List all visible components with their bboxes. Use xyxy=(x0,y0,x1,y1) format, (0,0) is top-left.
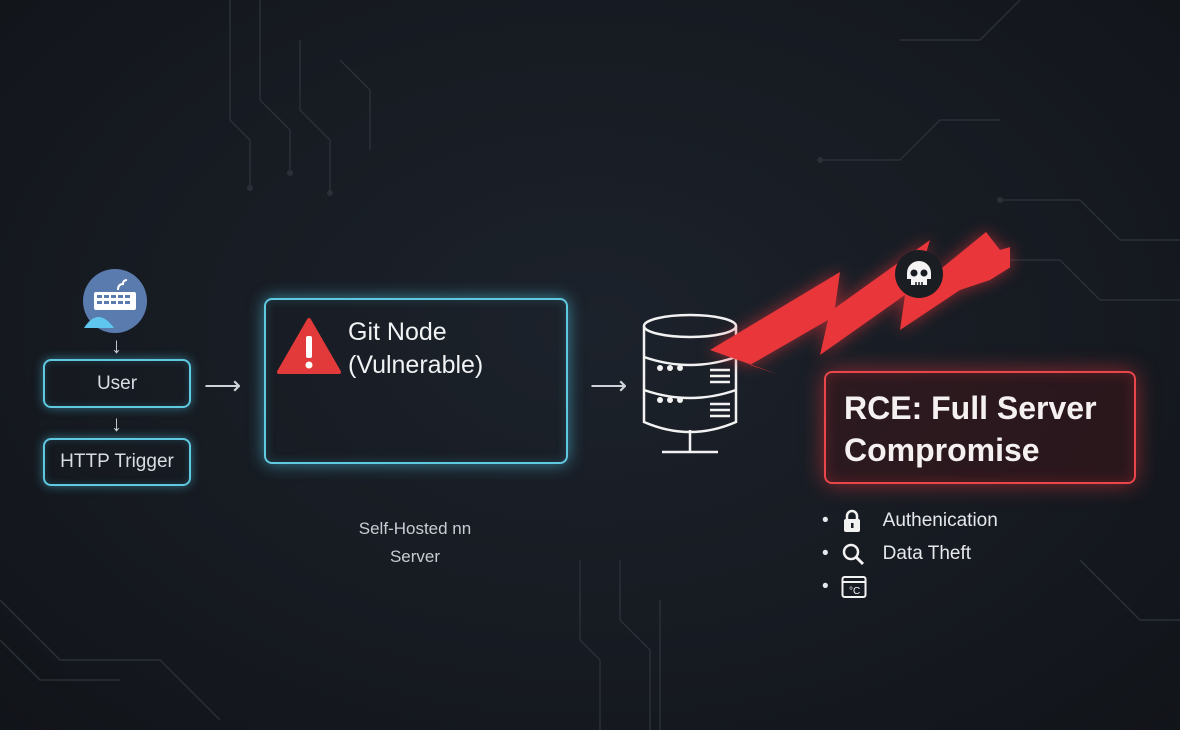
keyboard-user-icon xyxy=(82,268,148,334)
terminal-window-icon: °C xyxy=(841,576,867,598)
git-node-subtitle: (Vulnerable) xyxy=(348,351,484,379)
user-box: User xyxy=(43,359,191,408)
search-icon xyxy=(842,543,864,565)
user-label: User xyxy=(96,372,138,394)
server-database-icon xyxy=(642,313,738,454)
arrow-right-icon: ⟶ xyxy=(590,370,628,400)
server-caption: Self-Hosted nn xyxy=(358,519,472,538)
impact-list: • Authenication • Data Theft • °C xyxy=(822,506,998,603)
server-caption-2: Server xyxy=(389,547,441,566)
rce-title: RCE: Full Server xyxy=(844,390,1097,426)
impact-label: Data Theft xyxy=(882,542,972,564)
list-item: • Data Theft xyxy=(822,542,972,565)
arrow-down-icon: ↓ xyxy=(111,333,122,358)
list-item: • Authenication xyxy=(822,509,998,532)
lock-icon xyxy=(843,509,860,532)
warning-icon xyxy=(277,318,341,374)
skull-icon xyxy=(895,250,943,298)
impact-label: Authenication xyxy=(882,510,998,531)
attack-lightning-icon xyxy=(710,232,1010,375)
list-item: • °C xyxy=(822,571,998,603)
http-trigger-box: HTTP Trigger xyxy=(43,438,191,486)
git-node-title: Git Node xyxy=(348,318,447,346)
arrow-down-icon: ↓ xyxy=(111,411,122,436)
http-trigger-label: HTTP Trigger xyxy=(60,451,174,472)
rce-subtitle: Compromise xyxy=(844,432,1040,468)
svg-text:°C: °C xyxy=(849,586,860,597)
rce-box: RCE: Full Server Compromise xyxy=(824,371,1136,484)
arrow-right-icon: ⟶ xyxy=(204,370,242,400)
git-node-box: Git Node (Vulnerable) xyxy=(264,298,568,464)
